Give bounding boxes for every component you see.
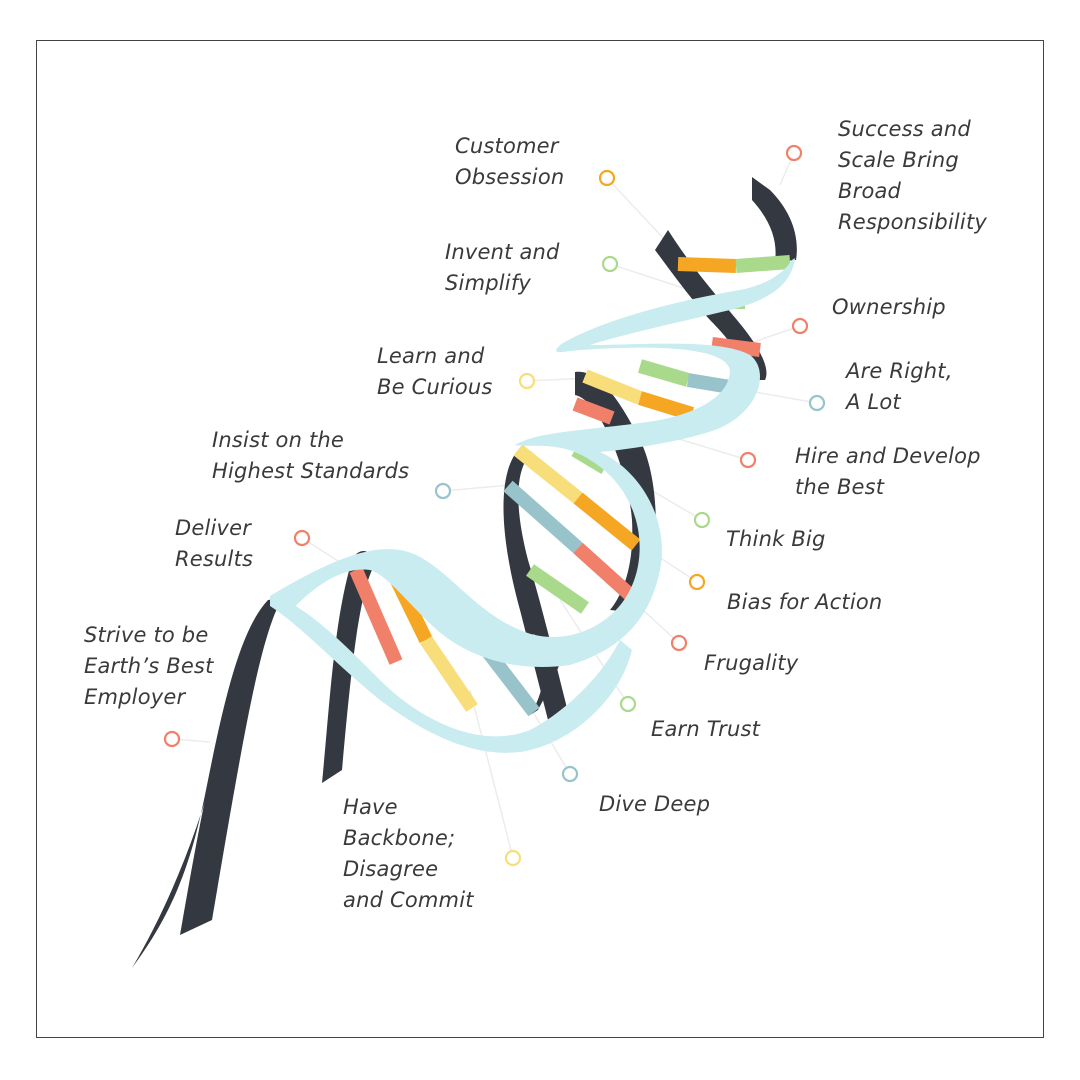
label-have-backbone: Have Backbone; Disagree and Commit: [343, 792, 474, 916]
label-are-right-a-lot: Are Right, A Lot: [846, 356, 953, 418]
label-strive-to-be-best-employer: Strive to be Earth’s Best Employer: [84, 620, 214, 713]
marker-dive-deep: [563, 767, 577, 781]
marker-hire-and-develop: [741, 453, 755, 467]
label-earn-trust: Earn Trust: [651, 714, 760, 745]
label-success-and-scale: Success and Scale Bring Broad Responsibi…: [838, 114, 987, 238]
label-think-big: Think Big: [726, 524, 826, 555]
marker-success-and-scale: [787, 146, 801, 160]
label-dive-deep: Dive Deep: [599, 789, 710, 820]
label-customer-obsession: Customer Obsession: [455, 131, 564, 193]
label-frugality: Frugality: [704, 648, 798, 679]
marker-invent-and-simplify: [603, 257, 617, 271]
dark-strand-top-end: [752, 177, 797, 262]
label-deliver-results: Deliver Results: [175, 513, 253, 575]
label-bias-for-action: Bias for Action: [727, 587, 882, 618]
marker-ownership: [793, 319, 807, 333]
label-ownership: Ownership: [832, 292, 946, 323]
marker-think-big: [695, 513, 709, 527]
label-invent-and-simplify: Invent and Simplify: [445, 237, 560, 299]
marker-are-right-a-lot: [810, 396, 824, 410]
label-insist-on-highest-standards: Insist on the Highest Standards: [212, 425, 409, 487]
marker-bias-for-action: [690, 575, 704, 589]
marker-have-backbone: [506, 851, 520, 865]
marker-customer-obsession: [600, 171, 614, 185]
label-hire-and-develop: Hire and Develop the Best: [795, 441, 981, 503]
marker-strive-to-be-best-employer: [165, 732, 179, 746]
marker-frugality: [672, 636, 686, 650]
marker-learn-and-be-curious: [520, 374, 534, 388]
marker-earn-trust: [621, 697, 635, 711]
marker-insist-on-highest-standards: [436, 484, 450, 498]
label-learn-and-be-curious: Learn and Be Curious: [377, 341, 493, 403]
marker-deliver-results: [295, 531, 309, 545]
